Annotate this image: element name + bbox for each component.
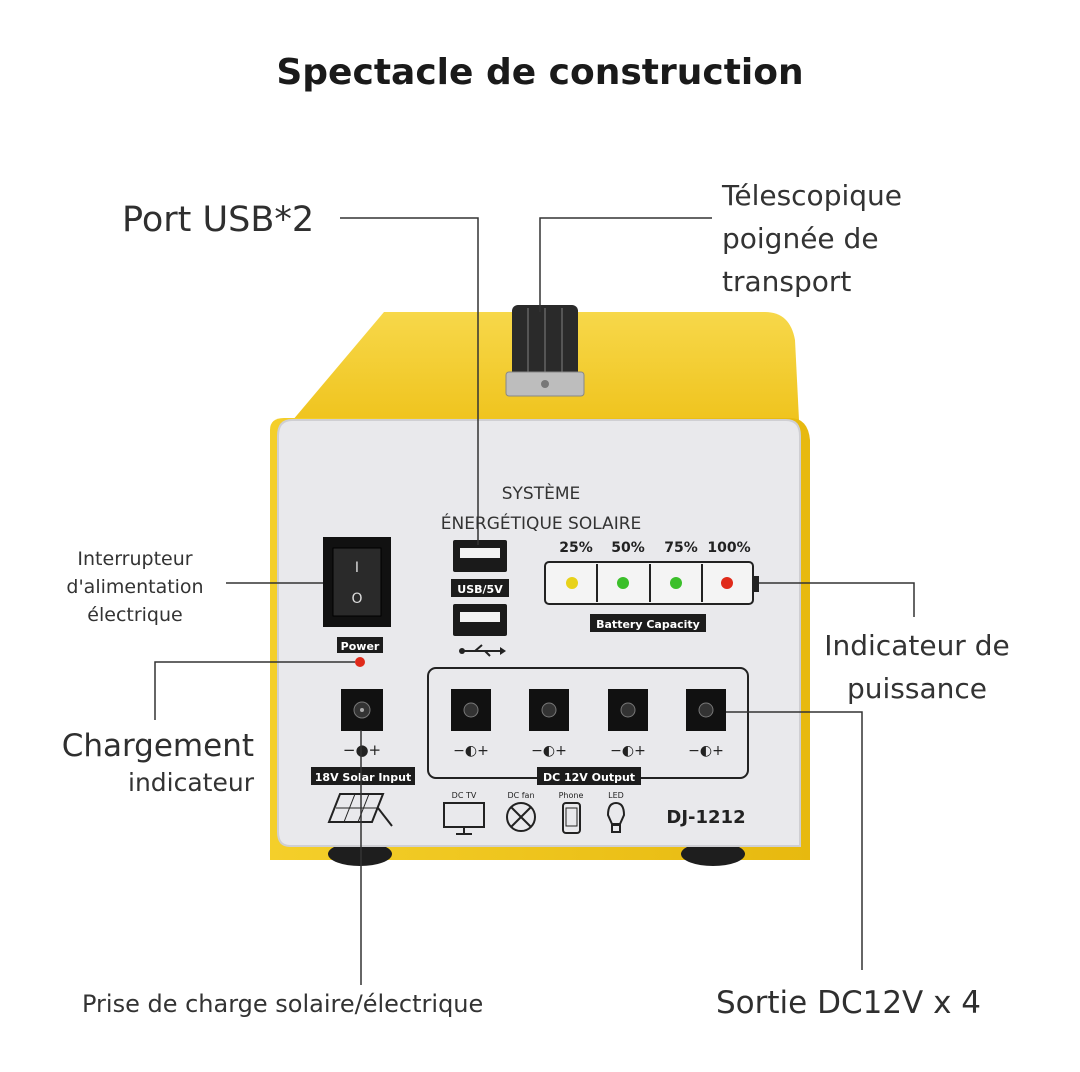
usb-port[interactable] <box>453 604 507 636</box>
foot <box>681 842 745 866</box>
dc-output-jack[interactable] <box>686 689 726 731</box>
switch-off-mark: O <box>351 591 362 607</box>
battery-led-25 <box>566 577 578 589</box>
device-label-phone: Phone <box>559 791 584 800</box>
dc-output-jack[interactable] <box>529 689 569 731</box>
dc-output-jack[interactable] <box>451 689 491 731</box>
charging-label: Chargement indicateur <box>52 726 254 800</box>
dc-output-tag-label: DC 12V Output <box>543 771 635 784</box>
handle-label-line: transport <box>722 265 852 298</box>
usb-port[interactable] <box>453 540 507 572</box>
power-indicator-callout-line <box>759 582 915 617</box>
switch-label-line: d'alimentation <box>66 576 204 598</box>
battery-level-25: 25% <box>559 540 593 556</box>
handle-label: Télescopique poignée de transport <box>722 174 902 303</box>
power-indicator-label-line: puissance <box>847 672 987 705</box>
handle-label-line: poignée de <box>722 222 879 255</box>
solar-tag-label: 18V Solar Input <box>315 771 411 784</box>
switch-label-line: électrique <box>87 604 183 626</box>
power-switch[interactable]: I O <box>323 537 391 627</box>
dc-output-tag <box>537 767 641 785</box>
usb-tag-label: USB/5V <box>457 583 503 596</box>
charging-label-line: Chargement <box>61 728 254 764</box>
tv-icon <box>443 802 485 835</box>
led-bulb-icon <box>606 801 626 833</box>
charging-label-line: indicateur <box>128 768 254 797</box>
system-name-line2: ÉNERGÉTIQUE SOLAIRE <box>441 512 642 534</box>
polarity-icon: −◐+ <box>531 743 567 759</box>
solar-input-jack[interactable] <box>341 689 383 731</box>
power-tag <box>337 637 383 653</box>
polarity-icon: −◐+ <box>453 743 489 759</box>
handle <box>505 305 585 397</box>
front-panel <box>277 419 801 847</box>
system-name-line1: SYSTÈME <box>502 482 581 504</box>
model-number: DJ-1212 <box>666 807 745 828</box>
battery-level-100: 100% <box>707 540 750 556</box>
battery-level-50: 50% <box>611 540 645 556</box>
polarity-icon: −●+ <box>343 741 381 759</box>
device-label-tv: DC TV <box>452 791 477 800</box>
solar-tag <box>311 767 415 785</box>
dc-output-label: Sortie DC12V x 4 <box>716 985 982 1021</box>
dc-output-callout-line <box>726 711 863 970</box>
battery-level-75: 75% <box>664 540 698 556</box>
handle-label-line: Télescopique <box>722 179 902 212</box>
polarity-icon: −◐+ <box>610 743 646 759</box>
usb-tag <box>451 579 509 597</box>
polarity-icon: −◐+ <box>688 743 724 759</box>
power-indicator-label: Indicateur de puissance <box>812 624 1022 710</box>
foot <box>328 842 392 866</box>
battery-tag-label: Battery Capacity <box>596 618 700 631</box>
charging-callout-line <box>154 661 355 720</box>
battery-levels: 25% 50% 75% 100% <box>559 540 750 556</box>
battery-tag <box>590 614 706 632</box>
page-title: Spectacle de construction <box>276 52 804 93</box>
fan-icon <box>506 802 536 832</box>
handle-callout-line <box>539 217 712 312</box>
battery-led-75 <box>670 577 682 589</box>
solar-jack-label: Prise de charge solaire/électrique <box>82 990 484 1018</box>
phone-icon <box>562 802 581 834</box>
power-tag-label: Power <box>341 640 380 653</box>
charging-led <box>355 657 365 667</box>
usb-port-label: Port USB*2 <box>122 200 315 240</box>
dc-output-jack[interactable] <box>608 689 648 731</box>
usb-symbol-icon <box>459 644 506 657</box>
usb-callout-line <box>340 217 479 545</box>
switch-label-line: Interrupteur <box>77 548 193 570</box>
solar-panel-icon <box>327 793 393 827</box>
power-indicator-label-line: Indicateur de <box>824 629 1010 662</box>
device-label-led: LED <box>608 791 624 800</box>
battery-led-100 <box>721 577 733 589</box>
battery-led-50 <box>617 577 629 589</box>
device-label-fan: DC fan <box>507 791 534 800</box>
switch-label: Interrupteur d'alimentation électrique <box>54 545 216 629</box>
switch-on-mark: I <box>355 560 359 576</box>
